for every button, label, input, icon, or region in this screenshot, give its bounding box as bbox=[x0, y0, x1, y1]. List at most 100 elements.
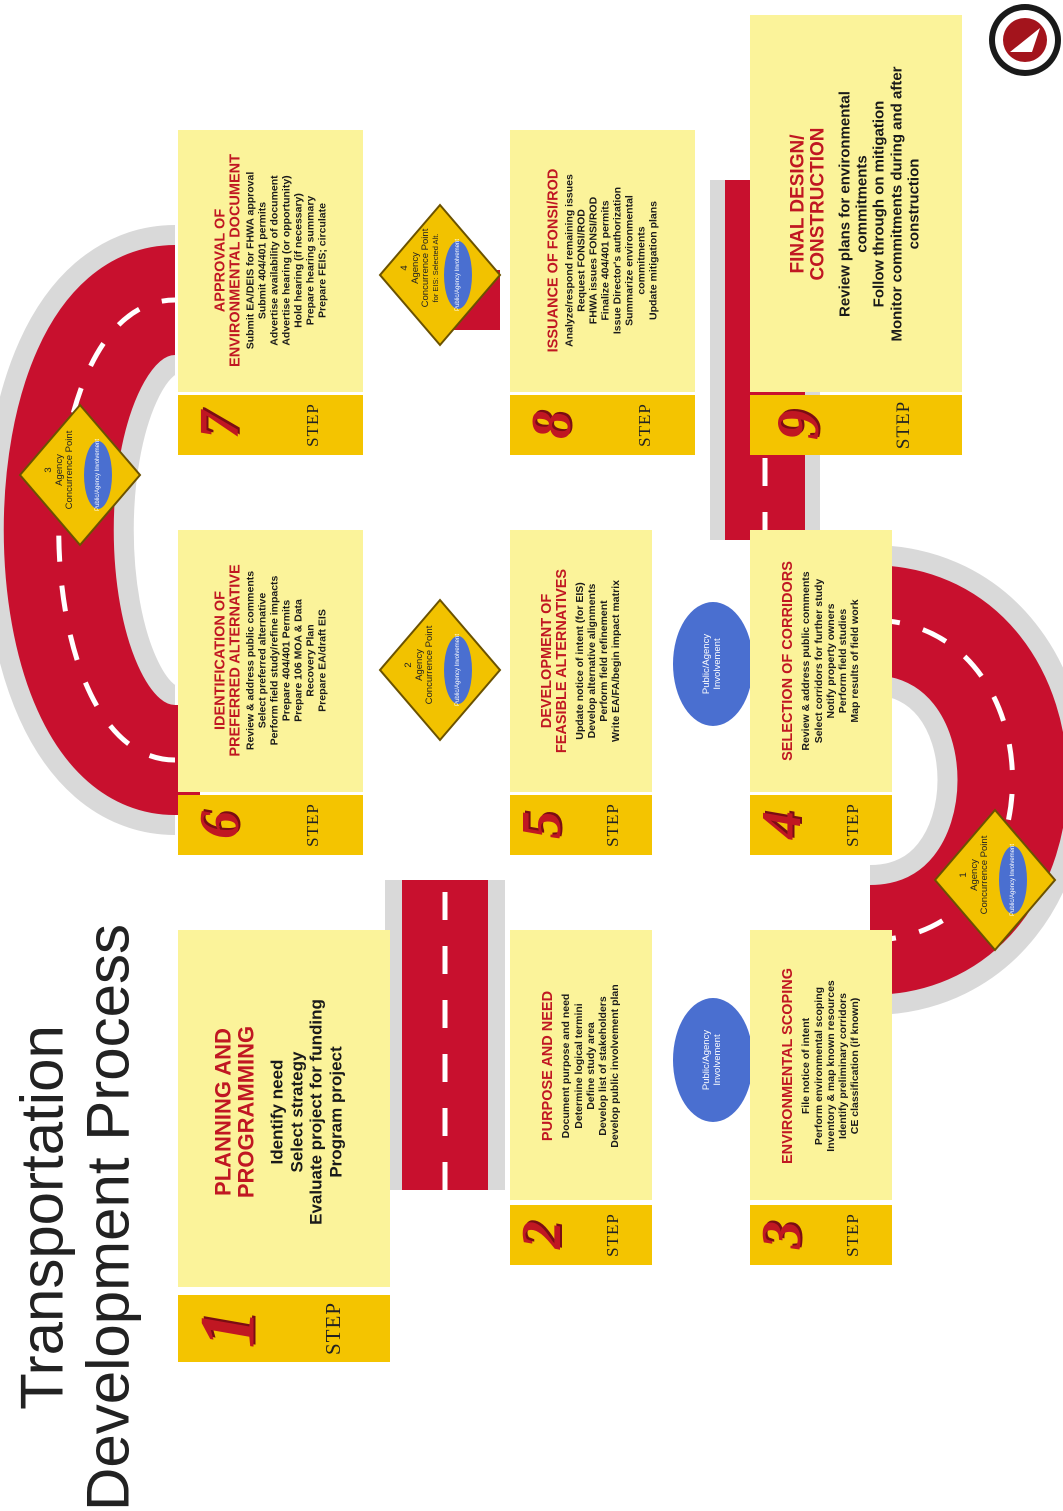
step-label: STEP bbox=[602, 803, 622, 847]
concurrence-label: Concurrence Point bbox=[64, 430, 76, 510]
step-number: 1 bbox=[183, 1309, 271, 1348]
step-label: STEP bbox=[634, 403, 654, 447]
chip-label: Public/Agency Involvement bbox=[95, 438, 101, 512]
diamond-shape-1 bbox=[933, 808, 1057, 952]
road-centerline bbox=[869, 617, 1015, 943]
step-label: STEP bbox=[320, 1301, 345, 1356]
step-item: Finalize 404/401 permits bbox=[599, 200, 612, 321]
step-heading: ISSUANCE OF FONSI/ROD bbox=[545, 168, 562, 353]
chip-label: Public/Agency Involvement bbox=[455, 238, 461, 312]
step-item: construction bbox=[905, 158, 923, 250]
chip-shape bbox=[444, 636, 472, 704]
step-content-7: APPROVAL OF ENVIRONMENTAL DOCUMENT Submi… bbox=[179, 130, 364, 392]
step-heading: FEASIBLE ALTERNATIVES bbox=[553, 568, 570, 754]
step-heading: DEVELOPMENT OF bbox=[538, 593, 555, 729]
concurrence-point-2: 2 Agency Concurrence Point bbox=[395, 626, 445, 705]
step-label: STEP bbox=[602, 1213, 622, 1257]
step-item: Issue Director's authorization bbox=[611, 186, 624, 335]
step-content-3: ENVIRONMENTAL SCOPING File notice of int… bbox=[750, 931, 892, 1201]
step-box-6-bg bbox=[178, 530, 363, 792]
concurrence-point-3: 3 Agency Concurrence Point bbox=[35, 431, 85, 510]
step-item: Select preferred alternative bbox=[256, 592, 269, 729]
step-item: Develop public involvement plan bbox=[608, 984, 621, 1148]
step-box-1-bg bbox=[178, 930, 390, 1287]
step-item: Write EA/FA/begin impact matrix bbox=[610, 580, 623, 743]
step-content-2: PURPOSE AND NEED Document purpose and ne… bbox=[510, 931, 652, 1201]
diamond-shape-3 bbox=[18, 403, 142, 547]
diamond-shapes bbox=[18, 203, 1057, 952]
step-number: 7 bbox=[189, 411, 252, 439]
concurrence-chip-4: Public/Agency Involvement bbox=[448, 238, 468, 312]
step-item: Update mitigation plans bbox=[647, 201, 660, 321]
step-heading: APPROVAL OF bbox=[212, 208, 229, 313]
concurrence-chip-3: Public/Agency Involvement bbox=[88, 438, 108, 512]
concurrence-point-4: 4 Agency Concurrence Point for EIS: Sele… bbox=[392, 229, 448, 308]
tab-3-content: 3 STEP bbox=[750, 1205, 892, 1265]
step-label: STEP bbox=[842, 803, 862, 847]
step-box-8-bg bbox=[510, 130, 695, 392]
step-heading: PURPOSE AND NEED bbox=[540, 990, 557, 1142]
page-title-line2: Development Process bbox=[74, 924, 141, 1511]
step-item: Review & address public comments bbox=[244, 570, 256, 751]
concurrence-label: Concurrence Point bbox=[979, 835, 991, 915]
agency-seal-icon bbox=[989, 4, 1061, 76]
diagram-canvas: Transportation Development Process PLANN… bbox=[0, 4, 1063, 1511]
concurrence-chip-2: Public/Agency Involvement bbox=[448, 633, 468, 707]
step-item: Notify property owners bbox=[824, 603, 837, 719]
tab-2-content: 2 STEP bbox=[510, 1205, 652, 1265]
step-heading: ENVIRONMENTAL SCOPING bbox=[780, 967, 797, 1165]
diamond-shape-2 bbox=[378, 598, 502, 742]
step-content-6: IDENTIFICATION OF PREFERRED ALTERNATIVE … bbox=[179, 530, 364, 792]
step-number: 6 bbox=[189, 811, 252, 839]
step-item: Perform field refinement bbox=[598, 600, 611, 722]
involvement-oval-2: Public/Agency Involvement bbox=[693, 614, 733, 714]
chip-shape bbox=[444, 241, 472, 309]
concurrence-label: Concurrence Point bbox=[424, 625, 436, 705]
step-heading: PREFERRED ALTERNATIVE bbox=[227, 564, 244, 757]
step-item: Select strategy bbox=[287, 1051, 307, 1173]
concurrence-label: for EIS: Selected Alt. bbox=[430, 233, 440, 303]
step-content-1: PLANNING AND PROGRAMMING Identify need S… bbox=[173, 934, 385, 1291]
step-item: Advertise availability of document bbox=[268, 175, 281, 346]
step-item: Submit EA/DEIS for FHWA approval bbox=[244, 171, 256, 350]
step-item: Prepare FEIS; circulate bbox=[316, 203, 329, 318]
step-item: Map results of field work bbox=[848, 599, 861, 723]
step-box-7-bg bbox=[178, 130, 363, 392]
step-item: Analyze/respond remaining issues bbox=[563, 174, 576, 347]
chip-label: Public/Agency Involvement bbox=[455, 633, 461, 707]
step-item: Review & address public comments bbox=[800, 571, 813, 751]
step-content-5: DEVELOPMENT OF FEASIBLE ALTERNATIVES Upd… bbox=[510, 530, 652, 792]
step-item: commitments bbox=[853, 155, 871, 253]
step-item: Define study area bbox=[584, 1022, 597, 1110]
step-label: STEP bbox=[842, 1213, 862, 1257]
step-item: Advertise hearing (or opportunity) bbox=[280, 175, 293, 346]
chip-shape bbox=[999, 846, 1027, 914]
step-item: Recovery Plan bbox=[304, 624, 317, 697]
step-heading: SELECTION OF CORRIDORS bbox=[780, 561, 797, 761]
step-label: STEP bbox=[302, 403, 322, 447]
step-heading: PROGRAMMING bbox=[233, 1025, 259, 1199]
concurrence-point-1: 1 Agency Concurrence Point bbox=[950, 836, 1000, 915]
step-item: Develop list of stakeholders bbox=[596, 996, 609, 1136]
step-heading: FINAL DESIGN/ bbox=[787, 134, 809, 274]
step-tab-5 bbox=[510, 795, 652, 855]
step-number: 8 bbox=[521, 411, 584, 439]
step-label: STEP bbox=[893, 400, 915, 450]
step-item: Document purpose and need bbox=[560, 993, 573, 1139]
chip-shape bbox=[84, 441, 112, 509]
step-item: Identify preliminary corridors bbox=[836, 993, 849, 1139]
step-item: Update notice of intent (for EIS) bbox=[574, 582, 587, 740]
step-tab-6 bbox=[178, 795, 363, 855]
step-box-4-bg bbox=[750, 530, 892, 792]
step-content-8: ISSUANCE OF FONSI/ROD Analyze/respond re… bbox=[511, 130, 696, 392]
involvement-oval-shape-2 bbox=[673, 602, 753, 726]
step-box-5-bg bbox=[510, 530, 652, 792]
step-tab-7 bbox=[178, 395, 363, 455]
tab-6-content: 6 STEP bbox=[178, 795, 363, 855]
step-item: Perform field studies bbox=[836, 608, 849, 714]
step-item: Evaluate project for funding bbox=[306, 999, 326, 1225]
step-box-9-bg bbox=[750, 15, 962, 392]
step-item: File notice of intent bbox=[800, 1017, 813, 1115]
concurrence-chip-1: Public/Agency Involvement bbox=[1003, 844, 1023, 916]
tab-7-content: 7 STEP bbox=[178, 395, 363, 455]
